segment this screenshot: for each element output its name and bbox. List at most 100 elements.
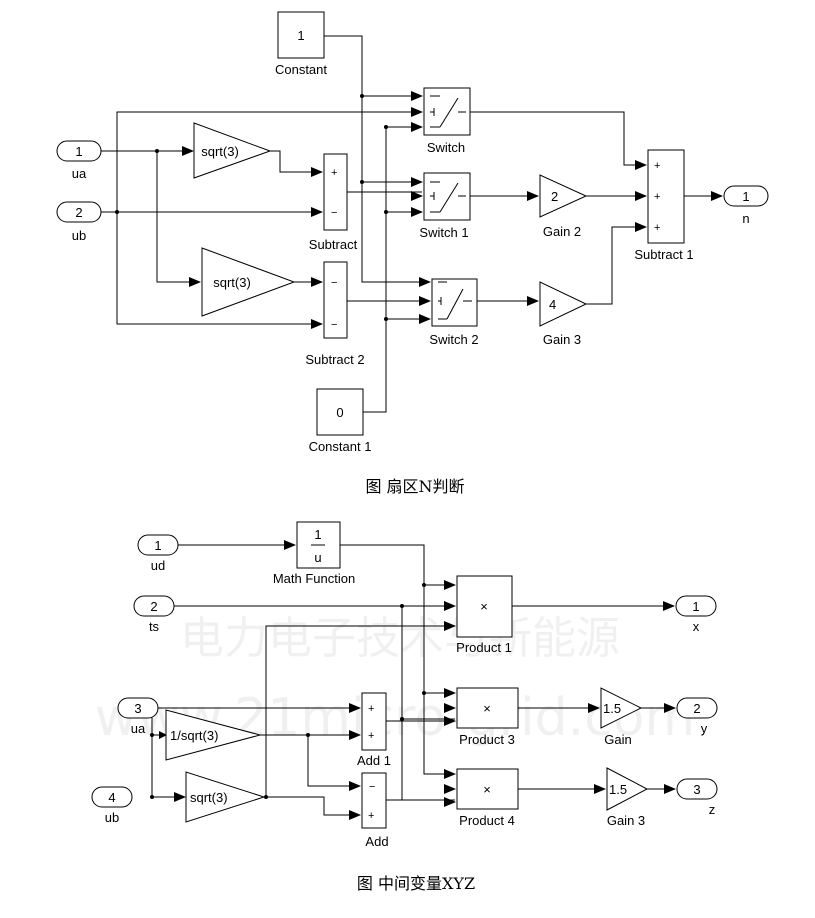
- inport-ua-2[interactable]: 3 ua: [117, 697, 159, 736]
- subtract2-sign-1: −: [331, 277, 337, 289]
- switch2-label: Switch 2: [429, 332, 478, 347]
- gain-inv-sqrt3[interactable]: 1/sqrt(3): [165, 709, 262, 761]
- outport-x-label: x: [693, 619, 700, 634]
- outport-n[interactable]: 1 n: [723, 185, 769, 226]
- gain3-label: Gain 3: [543, 332, 581, 347]
- add1-label: Add 1: [357, 753, 391, 768]
- figure1-sector-n: 1 ua 2 ub 1 Constant 0 Constant 1 sqrt(3…: [56, 11, 769, 496]
- gain3-value: 4: [549, 297, 556, 312]
- gain-sqrt3-a[interactable]: sqrt(3): [193, 122, 272, 179]
- figure2-junctions: [150, 583, 426, 799]
- product3-label: Product 3: [459, 732, 515, 747]
- add-block[interactable]: − + Add: [361, 772, 389, 849]
- outport-n-label: n: [742, 211, 749, 226]
- outport-z[interactable]: 3 z: [676, 778, 718, 817]
- inport-ua-number: 1: [75, 144, 82, 159]
- inport-ts-label: ts: [149, 619, 160, 634]
- subtract1-sign-2: +: [654, 191, 660, 203]
- gain2-block[interactable]: 2 Gain 2: [539, 174, 588, 239]
- figure1-caption: 图 扇区N判断: [365, 477, 464, 496]
- add1-block[interactable]: + + Add 1: [357, 692, 391, 768]
- gain-sqrt3-a-value: sqrt(3): [201, 144, 239, 159]
- product3-symbol: ×: [483, 701, 491, 716]
- gain-sqrt3-b-value: sqrt(3): [213, 275, 251, 290]
- subtract1-label: Subtract 1: [634, 247, 693, 262]
- inport-ub-2-label: ub: [105, 810, 119, 825]
- outport-y-number: 2: [693, 701, 700, 716]
- math-function-denominator: u: [314, 550, 321, 565]
- figure1-junctions: [115, 94, 388, 321]
- inport-ub-2-number: 4: [108, 790, 115, 805]
- switch-block[interactable]: Switch: [423, 87, 471, 155]
- inport-ud-label: ud: [151, 558, 165, 573]
- add-sign-2: +: [368, 810, 374, 822]
- outport-x[interactable]: 1 x: [675, 595, 717, 634]
- add1-sign-1: +: [368, 703, 374, 715]
- constant-block[interactable]: 1 Constant: [275, 11, 327, 77]
- gain3-1p5-block[interactable]: 1.5 Gain 3: [606, 767, 649, 828]
- outport-n-number: 1: [742, 189, 749, 204]
- inport-ud-number: 1: [154, 538, 161, 553]
- outport-x-number: 1: [692, 599, 699, 614]
- subtract-block[interactable]: + − Subtract: [309, 153, 358, 252]
- product1-label: Product 1: [456, 640, 512, 655]
- product1-symbol: ×: [480, 599, 488, 614]
- outport-z-label: z: [709, 802, 716, 817]
- gain-sqrt3-b[interactable]: sqrt(3): [201, 247, 296, 317]
- figure2-caption: 图 中间变量XYZ: [357, 874, 475, 893]
- product4-block[interactable]: × Product 4: [456, 768, 519, 828]
- figure1-arrowheads: [182, 91, 723, 329]
- inport-ud[interactable]: 1 ud: [137, 534, 179, 573]
- gain3-1p5-label: Gain 3: [607, 813, 645, 828]
- constant1-block[interactable]: 0 Constant 1: [309, 388, 372, 454]
- gain3-block[interactable]: 4 Gain 3: [539, 281, 588, 347]
- math-function-numerator: 1: [314, 527, 321, 542]
- subtract2-sign-2: −: [331, 319, 337, 331]
- subtract-sign-2: −: [331, 207, 337, 219]
- inport-ub-label: ub: [72, 228, 86, 243]
- gain-inv-sqrt3-value: 1/sqrt(3): [170, 728, 218, 743]
- inport-ub-2[interactable]: 4 ub: [91, 786, 133, 825]
- switch-label: Switch: [427, 140, 465, 155]
- outport-z-number: 3: [693, 782, 700, 797]
- figure2-arrowheads: [159, 540, 676, 820]
- gain-sqrt3-c-value: sqrt(3): [190, 790, 228, 805]
- outport-y[interactable]: 2 y: [676, 697, 718, 736]
- figure2-xyz: 电力电子技术与新能源 www.21micro-grid.com: [91, 521, 718, 893]
- watermark-line1: 电力电子技术与新能源: [180, 613, 620, 664]
- product4-label: Product 4: [459, 813, 515, 828]
- gain-1p5-value: 1.5: [603, 701, 621, 716]
- add1-sign-2: +: [368, 730, 374, 742]
- subtract2-block[interactable]: − − Subtract 2: [305, 261, 365, 367]
- gain-1p5-label: Gain: [604, 732, 631, 747]
- subtract1-block[interactable]: + + + Subtract 1: [634, 149, 694, 262]
- constant1-label: Constant 1: [309, 439, 372, 454]
- constant-label: Constant: [275, 62, 327, 77]
- figure2-wires: [151, 544, 675, 816]
- subtract1-sign-1: +: [654, 160, 660, 172]
- constant-value: 1: [297, 28, 304, 43]
- inport-ua[interactable]: 1 ua: [56, 140, 102, 181]
- switch1-label: Switch 1: [419, 225, 468, 240]
- add-label: Add: [365, 834, 388, 849]
- gain-sqrt3-c[interactable]: sqrt(3): [185, 771, 266, 823]
- inport-ub-number: 2: [75, 205, 82, 220]
- product1-block[interactable]: × Product 1: [456, 575, 513, 655]
- inport-ub[interactable]: 2 ub: [56, 201, 102, 243]
- gain-1p5-block[interactable]: 1.5 Gain: [600, 687, 643, 747]
- subtract-sign-1: +: [331, 167, 337, 179]
- subtract1-sign-3: +: [654, 222, 660, 234]
- constant1-value: 0: [336, 405, 343, 420]
- product3-block[interactable]: × Product 3: [456, 687, 519, 747]
- inport-ts-number: 2: [150, 599, 157, 614]
- switch2-block[interactable]: Switch 2: [429, 278, 479, 347]
- gain3-1p5-value: 1.5: [609, 782, 627, 797]
- outport-y-label: y: [701, 721, 708, 736]
- switch1-block[interactable]: Switch 1: [419, 172, 471, 240]
- math-function-block[interactable]: 1 u Math Function: [273, 521, 355, 586]
- inport-ts[interactable]: 2 ts: [133, 595, 175, 634]
- inport-ua-2-number: 3: [134, 701, 141, 716]
- product4-symbol: ×: [483, 782, 491, 797]
- math-function-label: Math Function: [273, 571, 355, 586]
